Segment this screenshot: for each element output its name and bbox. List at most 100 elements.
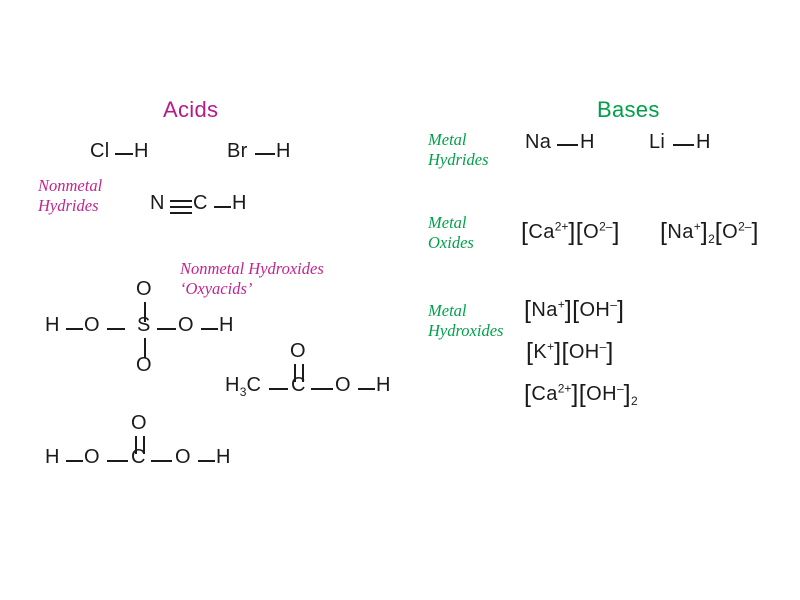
acids-column-title: Acids: [163, 97, 219, 122]
atom-h: H: [696, 131, 711, 153]
bond-c-o-right: [151, 460, 172, 462]
label-nonmetal-hydroxides-line1: Nonmetal Hydroxides: [180, 259, 324, 278]
ion-oh: OH: [568, 341, 600, 363]
atom-h: H: [276, 140, 291, 162]
bond-cl-h: [115, 153, 133, 155]
bond-na-h: [557, 144, 578, 146]
bracket-close-2: ]: [606, 338, 614, 366]
ion-ca: Ca: [528, 221, 555, 243]
label-metal-hydroxides-line2: Hydroxides: [428, 321, 504, 340]
bracket-close-1: ]: [700, 218, 709, 246]
bond-li-h: [673, 144, 694, 146]
charge-k: +: [547, 339, 555, 354]
label-metal-oxides-line2: Oxides: [428, 233, 474, 252]
molecule-hydrogen-chloride: Cl H: [90, 140, 160, 166]
bond-c-o-hydroxyl: [311, 388, 333, 390]
bond-triple-line-2: [170, 206, 192, 208]
bond-o-c-left: [107, 460, 128, 462]
molecule-acetic-acid: O H3C C O H: [225, 340, 395, 402]
bond-o-s-left: [107, 328, 125, 330]
bracket-open-2: [: [714, 218, 723, 246]
bracket-open-1: [: [526, 338, 534, 366]
atom-h-left: H: [45, 314, 60, 336]
atom-h: H: [134, 140, 149, 162]
bracket-open-1: [: [521, 218, 529, 246]
molecule-sulfurous-acid: O H O S O H O: [45, 278, 245, 382]
atom-c: C: [193, 192, 208, 214]
atom-li: Li: [649, 131, 666, 153]
bond-double-line-1: [294, 364, 296, 382]
charge-oh: –: [616, 381, 624, 396]
bracket-close-1: ]: [568, 218, 576, 246]
atom-o-hydroxyl: O: [335, 374, 351, 396]
bond-methyl-carbonyl: [269, 388, 288, 390]
label-nonmetal-hydroxides: Nonmetal Hydroxides ‘Oxyacids’: [180, 259, 324, 299]
molecule-hydrogen-bromide: Br H: [227, 140, 297, 166]
charge-ca: 2+: [554, 219, 569, 234]
bracket-open-1: [: [524, 380, 532, 408]
label-metal-hydroxides-line1: Metal: [428, 301, 467, 320]
label-metal-hydrides-line1: Metal: [428, 130, 467, 149]
label-nonmetal-hydrides-line1: Nonmetal: [38, 176, 103, 195]
ion-o: O: [722, 221, 739, 243]
molecule-carbonic-acid: O H O C O H: [45, 412, 240, 474]
formula-potassium-hydroxide: [K+][OH–]: [526, 338, 614, 367]
atom-cl: Cl: [90, 140, 110, 162]
label-nonmetal-hydrides: Nonmetal Hydrides: [38, 176, 102, 216]
bracket-close-1: ]: [554, 338, 562, 366]
ion-oh: OH: [579, 299, 611, 321]
bond-triple-line-1: [170, 200, 192, 202]
charge-ca: 2+: [557, 381, 572, 396]
formula-sodium-hydroxide: [Na+][OH–]: [524, 296, 624, 325]
bond-double-line-2: [143, 436, 145, 454]
bracket-close-2: ]: [623, 380, 631, 408]
charge-oh: –: [610, 297, 617, 312]
label-metal-hydrides-line2: Hydrides: [428, 150, 489, 169]
atom-o-left: O: [84, 446, 100, 468]
bracket-open-1: [: [660, 218, 668, 246]
bond-o-h-right: [201, 328, 218, 330]
bond-h-o-left: [66, 328, 83, 330]
label-metal-hydrides: Metal Hydrides: [428, 130, 489, 170]
bond-h-o-left: [66, 460, 83, 462]
bracket-close-1: ]: [564, 296, 573, 324]
atom-c: C: [131, 446, 146, 468]
atom-o-top: O: [136, 278, 152, 300]
bond-br-h: [255, 153, 275, 155]
charge-o: 2–: [738, 219, 752, 234]
atom-h: H: [580, 131, 595, 153]
atom-br: Br: [227, 140, 248, 162]
atom-o-carbonyl: O: [131, 412, 147, 434]
bond-s-o-top: [144, 302, 146, 322]
bond-triple-line-3: [170, 212, 192, 214]
bond-double-line-1: [135, 436, 137, 454]
ion-ca: Ca: [531, 383, 558, 405]
charge-oh: –: [599, 339, 607, 354]
atom-h-hydroxyl: H: [376, 374, 391, 396]
atom-h-left: H: [45, 446, 60, 468]
bracket-open-2: [: [561, 338, 569, 366]
charge-na: +: [693, 219, 701, 234]
atom-s: S: [137, 314, 151, 336]
label-metal-oxides-line1: Metal: [428, 213, 467, 232]
molecule-hydrogen-cyanide: N C H: [150, 192, 260, 220]
charge-na: +: [557, 297, 565, 312]
ion-k: K: [533, 341, 548, 363]
atom-h-right: H: [216, 446, 231, 468]
atom-o-left: O: [84, 314, 100, 336]
ion-na: Na: [667, 221, 694, 243]
charge-o: 2–: [599, 219, 613, 234]
ion-o: O: [583, 221, 600, 243]
bracket-close-2: ]: [612, 218, 620, 246]
bases-column-title: Bases: [597, 97, 660, 122]
bond-o-h: [358, 388, 375, 390]
bond-c-h: [214, 206, 231, 208]
atom-methyl: H3C: [225, 374, 262, 399]
bracket-open-2: [: [578, 380, 587, 408]
bracket-open-2: [: [575, 218, 584, 246]
atom-o-right: O: [175, 446, 191, 468]
atom-o-carbonyl: O: [290, 340, 306, 362]
bond-s-o-right: [157, 328, 176, 330]
bond-o-h-right: [198, 460, 215, 462]
